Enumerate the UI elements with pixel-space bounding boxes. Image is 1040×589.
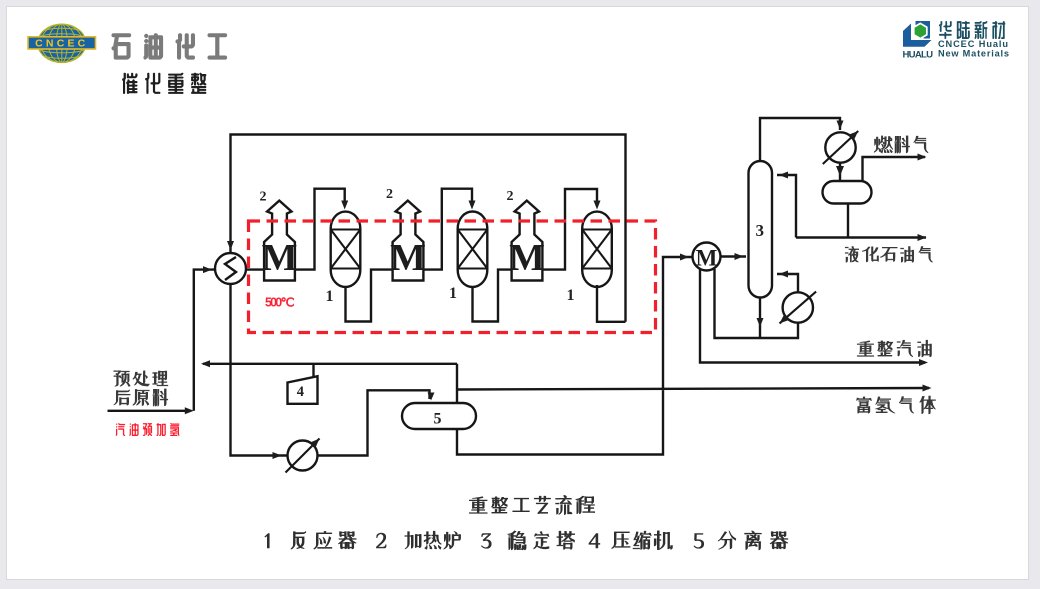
svg-text:CNCEC: CNCEC [35, 38, 88, 50]
svg-text:New Materials: New Materials [938, 49, 1009, 59]
svg-text:2: 2 [507, 189, 514, 204]
svg-text:5: 5 [434, 411, 442, 428]
svg-text:500℃: 500℃ [265, 296, 295, 310]
svg-text:M: M [262, 237, 298, 279]
svg-text:M: M [509, 237, 545, 279]
svg-text:HUALU: HUALU [903, 50, 934, 61]
svg-text:M: M [390, 237, 426, 279]
svg-text:3: 3 [756, 221, 765, 240]
svg-text:CNCEC Hualu: CNCEC Hualu [938, 39, 1008, 49]
svg-text:2: 2 [386, 187, 393, 202]
svg-text:1: 1 [449, 285, 457, 302]
svg-text:2: 2 [260, 190, 267, 205]
svg-text:1: 1 [567, 287, 575, 304]
svg-text:4: 4 [297, 384, 304, 400]
svg-text:M: M [696, 246, 718, 271]
svg-text:1: 1 [326, 288, 334, 305]
